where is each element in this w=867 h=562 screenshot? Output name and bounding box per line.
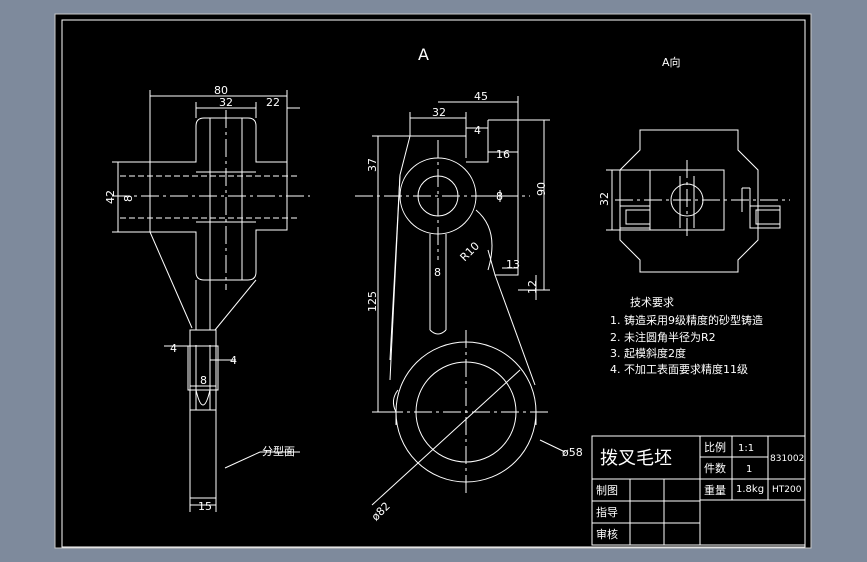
drawing-sheet bbox=[54, 13, 812, 549]
scale-label: 比例 bbox=[704, 440, 726, 454]
dim-15: 15 bbox=[198, 500, 212, 513]
dim-4-left: 4 bbox=[170, 342, 177, 355]
dim-32-left: 32 bbox=[219, 96, 233, 109]
review-label: 审核 bbox=[596, 527, 618, 541]
drawn-by-label: 制图 bbox=[596, 484, 618, 497]
dim-4-right: 4 bbox=[230, 354, 237, 367]
dim-8-hub: 8 bbox=[496, 190, 503, 203]
dim-45: 45 bbox=[474, 90, 488, 103]
dim-90: 90 bbox=[535, 182, 548, 196]
title-block-grid bbox=[591, 435, 806, 546]
dim-13: 13 bbox=[506, 258, 520, 271]
weight-label: 重量 bbox=[704, 483, 726, 497]
dim-42: 42 bbox=[104, 190, 117, 204]
material: HT200 bbox=[772, 485, 802, 495]
left-side-view bbox=[112, 90, 310, 512]
weight-value: 1.8kg bbox=[736, 484, 764, 495]
qty-label: 件数 bbox=[704, 462, 726, 475]
view-a-label: A向 bbox=[662, 55, 681, 69]
view-a bbox=[606, 129, 790, 273]
part-name: 拨叉毛坯 bbox=[600, 448, 672, 469]
drawing-border bbox=[61, 19, 806, 548]
qty-value: 1 bbox=[746, 464, 752, 475]
dim-8-web: 8 bbox=[200, 374, 207, 387]
dim-16: 16 bbox=[496, 148, 510, 161]
dim-32-right: 32 bbox=[598, 192, 611, 206]
tech-req-item-2: 2. 未注圆角半径为R2 bbox=[610, 330, 716, 344]
tech-req-title: 技术要求 bbox=[630, 296, 674, 309]
front-view bbox=[355, 96, 566, 506]
guide-label: 指导 bbox=[596, 505, 618, 519]
tech-req-item-3: 3. 起模斜度2度 bbox=[610, 346, 686, 360]
parting-surface-label: 分型面 bbox=[262, 444, 295, 458]
drawing-number: 831002 bbox=[770, 454, 804, 464]
dim-32-top: 32 bbox=[432, 106, 446, 119]
dim-12: 12 bbox=[526, 280, 539, 294]
tech-req-item-4: 4. 不加工表面要求精度11级 bbox=[610, 362, 748, 376]
dim-22: 22 bbox=[266, 96, 280, 109]
scale-value: 1:1 bbox=[738, 443, 754, 454]
dim-125: 125 bbox=[366, 291, 379, 312]
dim-37: 37 bbox=[366, 158, 379, 172]
dim-8-rib: 8 bbox=[434, 266, 441, 279]
dim-dia58: ø58 bbox=[562, 446, 583, 459]
dim-4-top: 4 bbox=[474, 124, 481, 137]
section-a-label: A bbox=[418, 45, 429, 64]
dim-80: 80 bbox=[214, 84, 228, 97]
tech-req-item-1: 1. 铸造采用9级精度的砂型铸造 bbox=[610, 313, 763, 327]
dim-8-left: 8 bbox=[122, 195, 135, 202]
